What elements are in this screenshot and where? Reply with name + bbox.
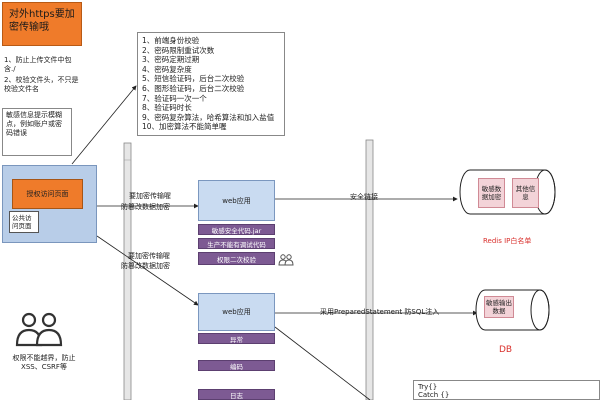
web1-bar-secure-jar: 敏感安全代码.jar <box>198 224 275 235</box>
login-page-box: 授权访问页面 公共访问页面 <box>2 165 97 243</box>
web1-bar-auth-recheck: 权限二次校验 <box>198 252 275 265</box>
web2-bar-log: 日志 <box>198 389 275 400</box>
try-catch-box: Try{} Catch {} <box>413 380 600 400</box>
upload-note: 1、防止上传文件中包含./ 2、校验文件头，不只是校验文件名 <box>4 56 82 94</box>
users-note: 权限不能越界，防止XSS、CSRF等 <box>12 354 76 371</box>
sensitive-note: 敏感信息提示模糊点，例如账户或密码错误 <box>2 108 72 156</box>
web1-bar-no-debug: 生产不能有调试代码 <box>198 238 275 249</box>
upload-note-line-2: 2、校验文件头，不只是校验文件名 <box>4 76 79 93</box>
code-line: Catch {} <box>418 391 450 399</box>
code-line: Try{} <box>418 383 438 391</box>
checklist-item: 3、密码定期过期 <box>142 55 200 65</box>
public-page-block[interactable]: 公共访问页面 <box>9 211 39 233</box>
flow-lower-label-1: 要加密传输喔 <box>128 252 170 260</box>
prepared-statement-label: 采用PreparedStatement 防SQL注入 <box>320 308 440 316</box>
db-cell: 敏感输出数据 <box>484 296 514 318</box>
boundary-right <box>365 139 374 400</box>
web2-bar-exception: 异常 <box>198 333 275 344</box>
web-app-2[interactable]: web应用 <box>198 293 275 331</box>
redis-caption: Redis IP白名单 <box>483 237 532 245</box>
checklist-item: 1、前端身份校验 <box>142 36 200 45</box>
web-app-1[interactable]: web应用 <box>198 180 275 221</box>
flow-lower-label-2: 防篡改数据加密 <box>121 262 170 270</box>
db-caption: DB <box>499 345 513 355</box>
checklist-item: 10、加密算法不能简单喔 <box>142 122 227 132</box>
checklist-item: 2、密码限制重试次数 <box>142 45 215 55</box>
safe-link-label: 安全链接 <box>350 193 378 201</box>
checklist-item: 4、密码复杂度 <box>142 64 192 74</box>
redis-cell-encrypted: 敏感数据加密 <box>478 178 505 208</box>
checklist-item: 7、验证码一次一个 <box>142 93 207 103</box>
checklist-item: 9、密码复杂算法，哈希算法和加入盐值 <box>142 112 275 122</box>
boundary-left <box>123 142 132 400</box>
checklist-item: 6、图形验证码，后台二次校验 <box>142 83 245 93</box>
small-users-icon <box>278 254 294 266</box>
flow-upper-label-1: 要加密传输喔 <box>129 192 171 200</box>
redis-cylinder <box>459 169 556 215</box>
web2-bar-encoding: 编码 <box>198 360 275 371</box>
redis-cell-other: 其他信息 <box>512 178 539 208</box>
auth-page-block[interactable]: 授权访问页面 <box>12 179 83 209</box>
title-box: 对外https要加密传输哦 <box>2 2 82 46</box>
checklist-item: 8、验证码时长 <box>142 103 192 113</box>
checklist-item: 5、短信验证码，后台二次校验 <box>142 74 245 84</box>
checklist-box: 1、前端身份校验 2、密码限制重试次数 3、密码定期过期 4、密码复杂度 5、短… <box>137 32 285 136</box>
users-icon <box>15 312 63 347</box>
upload-note-line-1: 1、防止上传文件中包含./ <box>4 56 72 73</box>
flow-upper-label-2: 防篡改数据加密 <box>121 203 170 211</box>
